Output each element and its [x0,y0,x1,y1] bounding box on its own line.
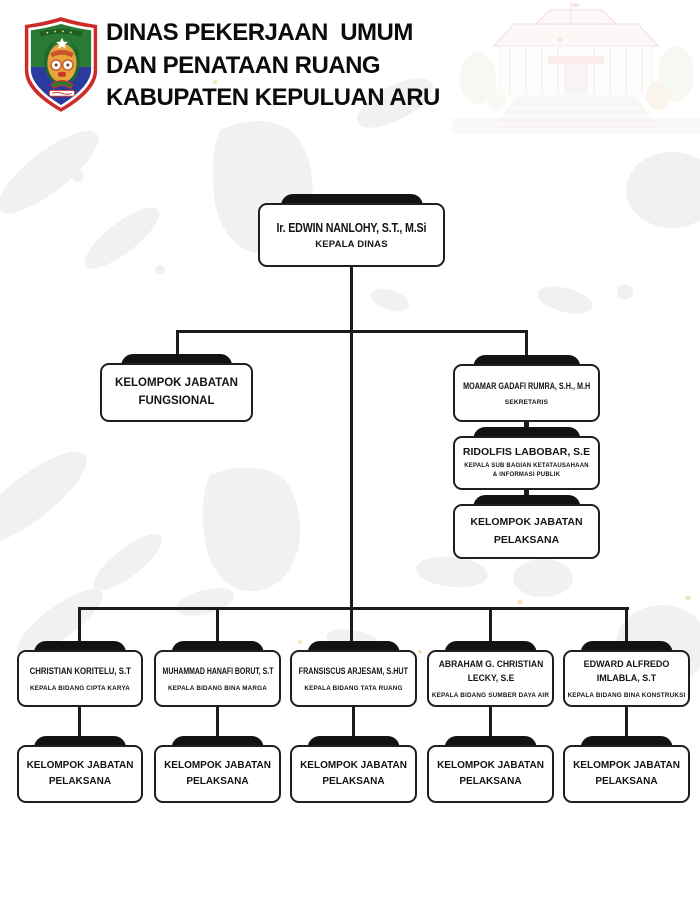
connector-line [625,704,628,738]
bidang-title: KEPALA BIDANG BINA MARGA [167,685,268,693]
sekretaris-title: SEKRETARIS [504,398,549,406]
subbag-title: KEPALA SUB BAGIAN KETATAUSAHAAN & INFORM… [464,462,589,478]
sekretaris-name: MOAMAR GADAFI RUMRA, S.H., M.H [462,380,591,392]
connector-line [216,609,219,643]
connector-line [216,704,219,738]
org-node-pelaksana-bina-marga: KELOMPOK JABATAN PELAKSANA [154,736,281,803]
pelaksana-label: KELOMPOK JABATAN PELAKSANA [164,760,271,787]
connector-line [489,704,492,738]
pelaksana-label: KELOMPOK JABATAN PELAKSANA [470,516,583,546]
building-photo [452,2,700,134]
node-card: ABRAHAM G. CHRISTIAN LECKY, S.E KEPALA B… [427,650,554,707]
bidang-name: CHRISTIAN KORITELU, S.T [29,665,131,676]
bidang-title: KEPALA BIDANG CIPTA KARYA [29,685,131,693]
coat-of-arms-logo-icon [24,17,98,112]
node-card: EDWARD ALFREDO IMLABLA, S.T KEPALA BIDAN… [563,650,690,707]
org-node-kepala-dinas: Ir. EDWIN NANLOHY, S.T., M.Si KEPALA DIN… [258,194,445,267]
page-title-line-2: DAN PENATAAN RUANG [106,51,381,79]
org-node-pelaksana-sekretariat: KELOMPOK JABATAN PELAKSANA [453,495,600,559]
page-title: DINAS PEKERJAAN UMUM DAN PENATAAN RUANG … [106,17,440,115]
bidang-title: KEPALA BIDANG BINA KONSTRUKSI [567,691,686,699]
org-node-bidang-sumber-daya-air: ABRAHAM G. CHRISTIAN LECKY, S.E KEPALA B… [427,641,554,707]
pelaksana-label: KELOMPOK JABATAN PELAKSANA [437,760,544,787]
bidang-title: KEPALA BIDANG SUMBER DAYA AIR [431,691,550,699]
node-card: RIDOLFIS LABOBAR, S.E KEPALA SUB BAGIAN … [453,436,600,490]
org-node-pelaksana-sumber-daya-air: KELOMPOK JABATAN PELAKSANA [427,736,554,803]
org-node-bidang-bina-marga: MUHAMMAD HANAFI BORUT, S.T KEPALA BIDANG… [154,641,281,707]
node-card: KELOMPOK JABATAN PELAKSANA [154,745,281,803]
kepala-dinas-name: Ir. EDWIN NANLOHY, S.T., M.Si [276,220,427,235]
bidang-title: KEPALA BIDANG TATA RUANG [304,685,403,693]
org-node-bidang-bina-konstruksi: EDWARD ALFREDO IMLABLA, S.T KEPALA BIDAN… [563,641,690,707]
kepala-dinas-title: KEPALA DINAS [315,239,388,250]
connector-line [625,609,628,643]
org-node-pelaksana-bina-konstruksi: KELOMPOK JABATAN PELAKSANA [563,736,690,803]
pelaksana-label: KELOMPOK JABATAN PELAKSANA [573,760,680,787]
org-node-sekretaris: MOAMAR GADAFI RUMRA, S.H., M.H SEKRETARI… [453,355,600,422]
node-card: FRANSISCUS ARJESAM, S.HUT KEPALA BIDANG … [290,650,417,707]
bidang-name: EDWARD ALFREDO IMLABLA, S.T [583,659,670,683]
connector-line [350,266,353,332]
fungsional-label: KELOMPOK JABATAN FUNGSIONAL [115,376,238,407]
pelaksana-label: KELOMPOK JABATAN PELAKSANA [26,760,134,787]
node-card: MOAMAR GADAFI RUMRA, S.H., M.H SEKRETARI… [453,364,600,422]
connector-line [78,607,629,610]
connector-line [78,609,81,643]
org-node-kepala-sub-bagian: RIDOLFIS LABOBAR, S.E KEPALA SUB BAGIAN … [453,427,600,490]
node-card: Ir. EDWIN NANLOHY, S.T., M.Si KEPALA DIN… [258,203,445,267]
node-card: KELOMPOK JABATAN PELAKSANA [563,745,690,803]
org-node-pelaksana-cipta-karya: KELOMPOK JABATAN PELAKSANA [17,736,143,803]
org-node-bidang-tata-ruang: FRANSISCUS ARJESAM, S.HUT KEPALA BIDANG … [290,641,417,707]
node-card: KELOMPOK JABATAN PELAKSANA [453,504,600,559]
pelaksana-label: KELOMPOK JABATAN PELAKSANA [300,760,407,787]
org-node-pelaksana-tata-ruang: KELOMPOK JABATAN PELAKSANA [290,736,417,803]
connector-line [78,704,81,738]
bidang-name: FRANSISCUS ARJESAM, S.HUT [298,665,409,676]
bidang-name: ABRAHAM G. CHRISTIAN LECKY, S.E [438,659,543,683]
connector-line [525,330,528,365]
bidang-name: MUHAMMAD HANAFI BORUT, S.T [162,665,273,676]
org-node-bidang-cipta-karya: CHRISTIAN KORITELU, S.T KEPALA BIDANG CI… [17,641,143,707]
node-card: KELOMPOK JABATAN PELAKSANA [17,745,143,803]
connector-line [489,609,492,643]
node-card: CHRISTIAN KORITELU, S.T KEPALA BIDANG CI… [17,650,143,707]
org-node-kelompok-jabatan-fungsional: KELOMPOK JABATAN FUNGSIONAL [100,354,253,422]
connector-line [350,330,353,644]
connector-line [352,704,355,738]
page-title-line-3: KABUPATEN KEPULUAN ARU [106,84,440,111]
node-card: KELOMPOK JABATAN PELAKSANA [427,745,554,803]
node-card: KELOMPOK JABATAN FUNGSIONAL [100,363,253,422]
connector-line [176,330,179,364]
node-card: MUHAMMAD HANAFI BORUT, S.T KEPALA BIDANG… [154,650,281,707]
page-title-line-1: DINAS PEKERJAAN UMUM [106,19,413,46]
subbag-name: RIDOLFIS LABOBAR, S.E [462,445,591,458]
node-card: KELOMPOK JABATAN PELAKSANA [290,745,417,803]
